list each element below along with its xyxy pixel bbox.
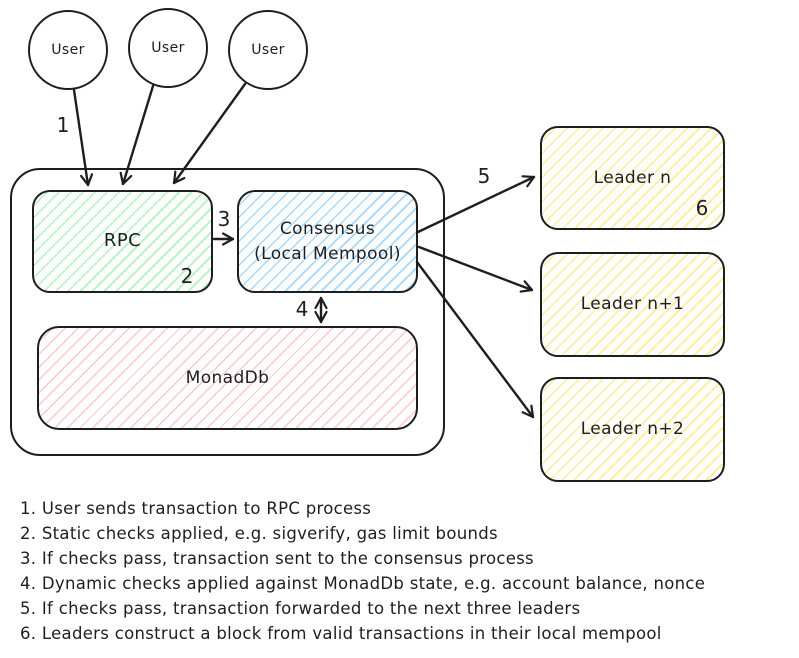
leader-n1-node: Leader n+1 — [540, 252, 725, 357]
step-marker-5: 5 — [477, 164, 491, 188]
note-step-3: 3. If checks pass, transaction sent to t… — [20, 549, 534, 568]
monaddb-node: MonadDb — [37, 326, 418, 430]
user-node-3: User — [228, 10, 308, 90]
note-step-2: 2. Static checks applied, e.g. sigverify… — [20, 524, 498, 543]
user-node-1: User — [28, 10, 108, 90]
step-marker-3: 3 — [217, 207, 231, 231]
user-node-label: User — [151, 39, 185, 56]
notes-list: 1. User sends transaction to RPC process… — [20, 496, 799, 646]
user-node-label: User — [51, 41, 85, 58]
step-marker-4: 4 — [295, 297, 309, 321]
leader-n-node: Leader n — [540, 126, 725, 230]
user-node-label: User — [251, 41, 285, 58]
note-step-6: 6. Leaders construct a block from valid … — [20, 624, 662, 643]
consensus-node-label: Consensus (Local Mempool) — [254, 217, 401, 266]
note-step-4: 4. Dynamic checks applied against MonadD… — [20, 574, 706, 593]
note-step-1: 1. User sends transaction to RPC process — [20, 499, 372, 518]
note-step-5: 5. If checks pass, transaction forwarded… — [20, 599, 581, 618]
leader-n2-node-label: Leader n+2 — [580, 419, 685, 440]
rpc-node-label: RPC — [103, 230, 142, 252]
consensus-node-label-line2: (Local Mempool) — [254, 243, 401, 264]
leader-n-node-label: Leader n — [593, 167, 672, 188]
rpc-node: RPC — [32, 190, 213, 293]
consensus-node-label-line1: Consensus — [279, 218, 376, 239]
step-marker-1: 1 — [56, 113, 70, 137]
consensus-node: Consensus (Local Mempool) — [237, 190, 418, 293]
step-marker-2: 2 — [180, 264, 194, 288]
leader-n2-node: Leader n+2 — [540, 377, 725, 482]
leader-n1-node-label: Leader n+1 — [580, 294, 685, 315]
monaddb-node-label: MonadDb — [185, 367, 270, 388]
step-marker-6: 6 — [695, 196, 709, 220]
user-node-2: User — [128, 8, 208, 88]
